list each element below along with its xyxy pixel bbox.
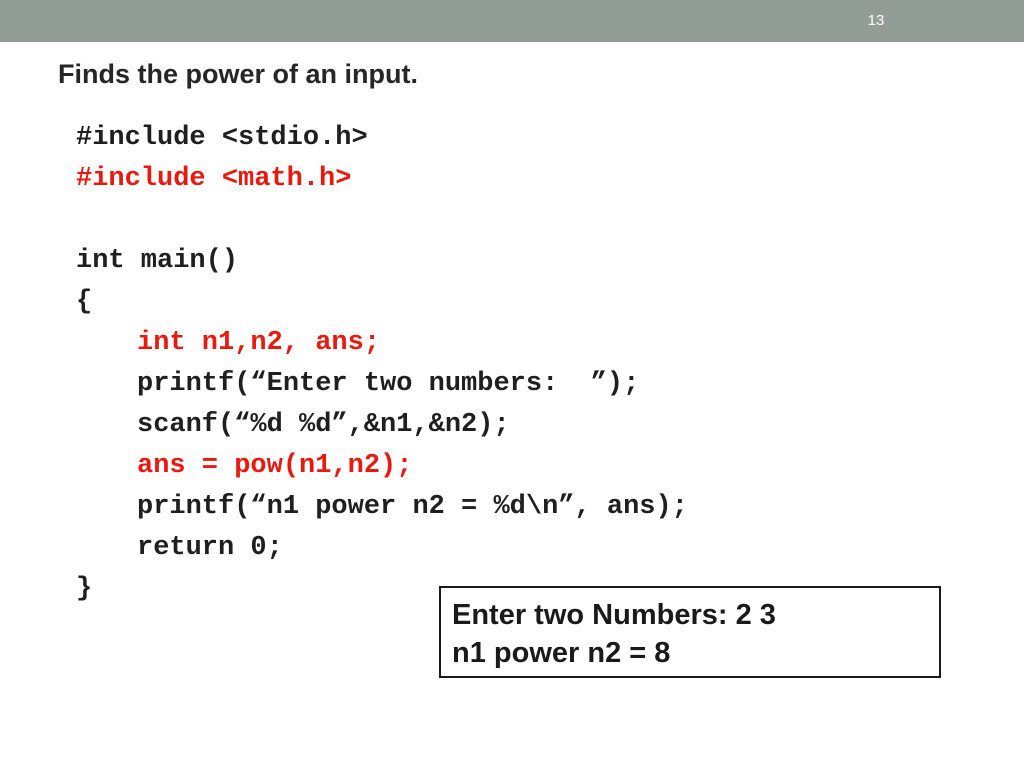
code-line-printf-result: printf(“n1 power n2 = %d\n”, ans); <box>137 492 688 522</box>
code-line-include-math: #include <math.h> <box>76 164 352 194</box>
slide-number: 13 <box>867 12 885 29</box>
code-line-include-stdio: #include <stdio.h> <box>76 123 368 153</box>
code-line-blank <box>76 200 876 241</box>
output-line-result: n1 power n2 = 8 <box>452 637 671 669</box>
slide-title: Finds the power of an input. <box>58 59 418 89</box>
code-line-declaration: int n1,n2, ans; <box>137 328 381 358</box>
code-line-open-brace: { <box>76 287 93 317</box>
top-bar: 13 <box>0 0 1024 42</box>
code-line-main-signature: int main() <box>76 246 239 276</box>
code-line-return: return 0; <box>137 533 283 563</box>
code-line-close-brace: } <box>76 574 93 604</box>
code-line-pow-call: ans = pow(n1,n2); <box>137 451 413 481</box>
program-output-box: Enter two Numbers: 2 3 n1 power n2 = 8 <box>439 586 941 678</box>
output-line-prompt: Enter two Numbers: 2 3 <box>452 599 776 631</box>
code-block: #include <stdio.h> #include <math.h> int… <box>76 118 876 610</box>
code-line-printf-prompt: printf(“Enter two numbers: ”); <box>137 369 640 399</box>
code-line-scanf: scanf(“%d %d”,&n1,&n2); <box>137 410 510 440</box>
